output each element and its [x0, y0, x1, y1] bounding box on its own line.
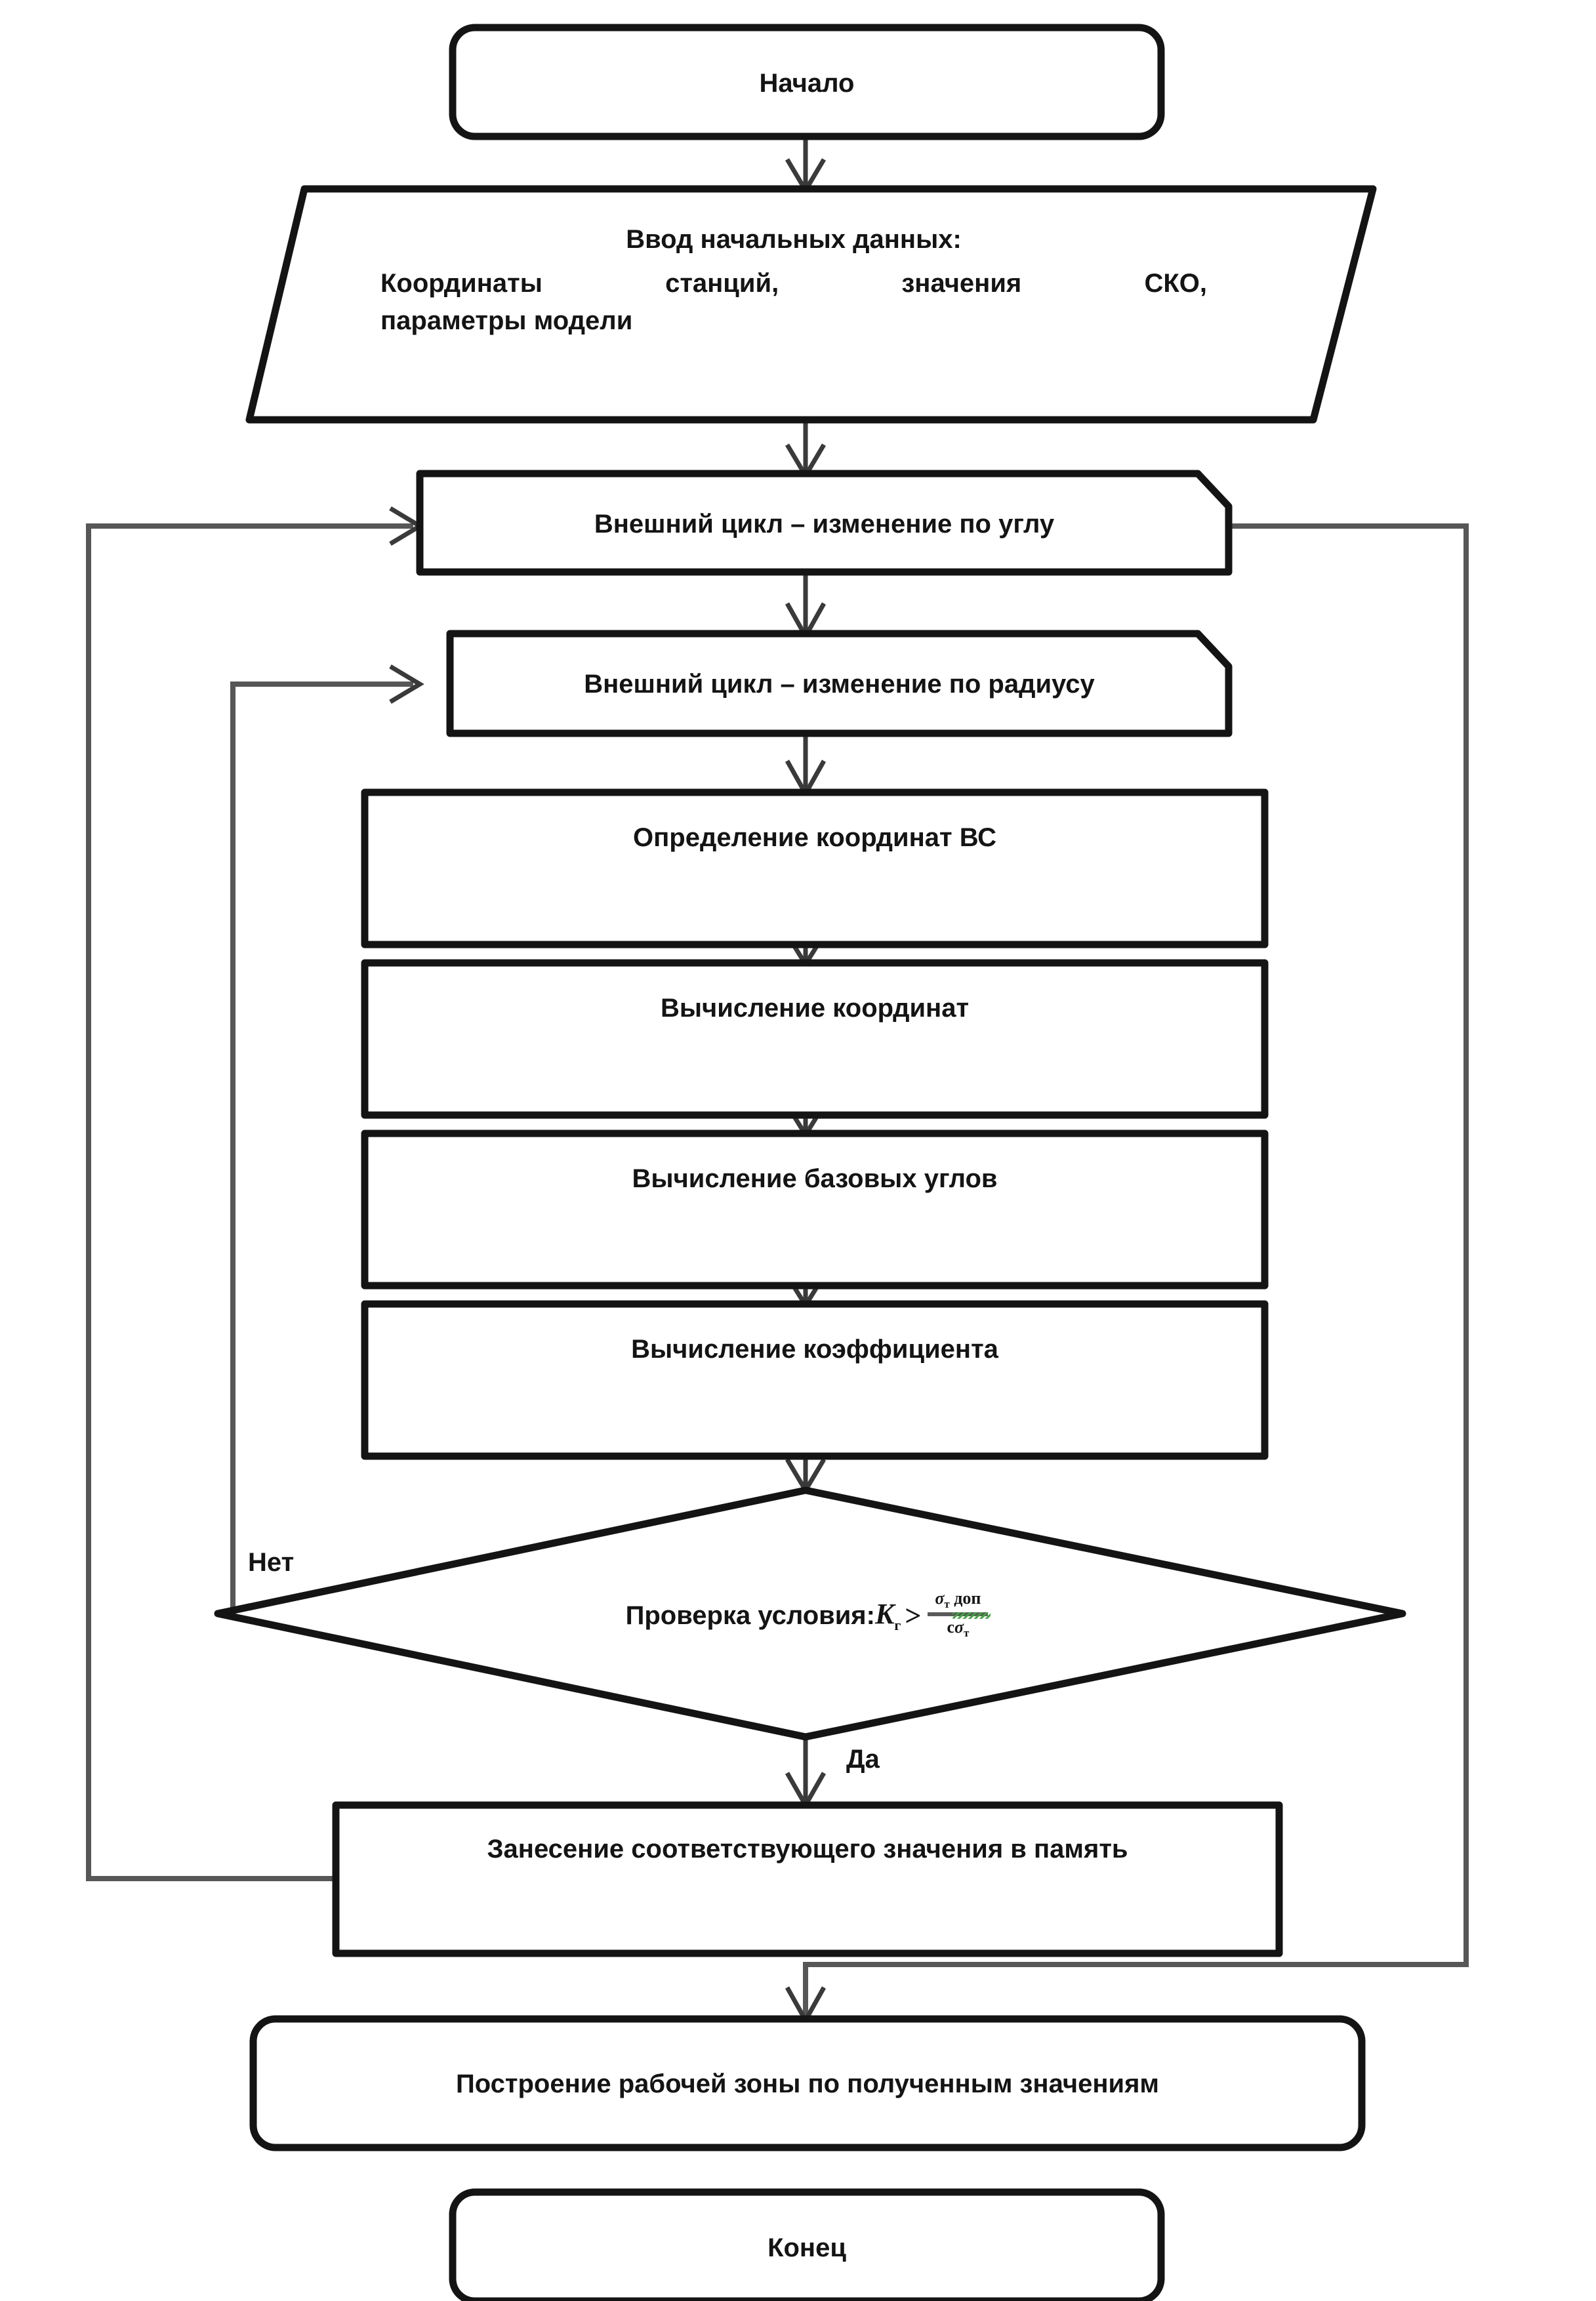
node-decision-label: Проверка условия: Kг > σт доп cσт	[459, 1587, 1155, 1644]
node-end-label: Конец	[767, 2233, 846, 2262]
edge-calc-coeff-to-decision	[785, 1456, 827, 1495]
fraction-numerator: σт доп	[935, 1588, 981, 1610]
node-loop-angle-label: Внешний цикл – изменение по углу	[594, 510, 1055, 539]
fraction-denominator: cσт	[944, 1612, 991, 1640]
node-calc-coeff-shape	[361, 1300, 1269, 1460]
node-calc-angles-label: Вычисление базовых углов	[632, 1164, 998, 1193]
node-decision-shape	[214, 1486, 1406, 1741]
edge-decision-no-to-loop-radius	[230, 664, 424, 1619]
edge-start-to-input	[785, 134, 827, 195]
branch-label-yes: Да	[846, 1745, 880, 1774]
edge-loop-radius-to-coord-vs	[785, 735, 827, 799]
node-start-label: Начало	[759, 69, 855, 98]
node-coord-vs-label: Определение координат ВС	[633, 823, 996, 852]
edge-decision-to-store	[785, 1737, 827, 1810]
node-loop-angle-shape	[416, 470, 1233, 576]
spellcheck-squiggle-icon	[952, 1612, 991, 1619]
node-end-shape	[449, 2188, 1165, 2301]
input-label-line-1: Ввод начальных данных:	[626, 225, 962, 254]
node-store-label: Занесение соответствующего значения в па…	[487, 1835, 1128, 1863]
node-input-shape	[245, 185, 1377, 424]
decision-fraction: σт доп cσт	[928, 1588, 991, 1640]
node-calc-coeff-label: Вычисление коэффициента	[631, 1335, 998, 1364]
decision-variable-sub: г	[894, 1616, 901, 1633]
node-build-label: Построение рабочей зоны по полученным зн…	[456, 2069, 1159, 2098]
input-label-line-3: параметры модели	[380, 306, 633, 336]
node-calc-angles-shape	[361, 1130, 1269, 1290]
node-build-shape	[249, 2015, 1366, 2151]
node-calc-coord-label: Вычисление координат	[660, 994, 970, 1023]
node-loop-radius-shape	[446, 630, 1233, 737]
node-input-label: Ввод начальных данных: Координаты станци…	[380, 223, 1207, 338]
branch-label-no: Нет	[248, 1548, 295, 1577]
edge-input-to-loop-angle	[785, 420, 827, 480]
node-coord-vs-shape	[361, 788, 1269, 948]
input-label-line-2: Координаты станций, значения СКО,	[380, 269, 1207, 298]
edge-loop-angle-to-loop-radius	[785, 571, 827, 641]
node-calc-coord-shape	[361, 959, 1269, 1119]
node-store-shape	[332, 1801, 1283, 1957]
decision-operator: >	[905, 1599, 922, 1632]
node-loop-radius-label: Внешний цикл – изменение по радиусу	[584, 670, 1095, 699]
decision-prefix: Проверка условия:	[625, 1600, 875, 1630]
decision-variable: Kг	[874, 1598, 901, 1633]
node-start-shape	[449, 24, 1165, 140]
